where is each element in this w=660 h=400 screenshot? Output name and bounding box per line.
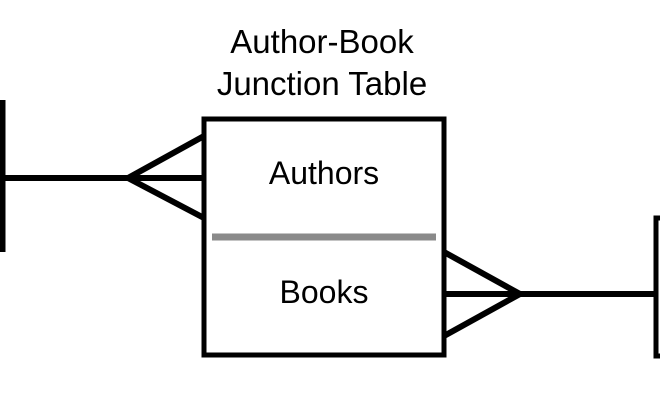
right-entity-box xyxy=(653,215,660,359)
books-section-label: Books xyxy=(279,274,369,310)
left-crows-foot-lower xyxy=(126,175,206,221)
left-crows-foot-upper xyxy=(126,133,206,181)
right-crows-foot-lower xyxy=(442,291,522,339)
right-crows-foot-upper xyxy=(442,249,522,297)
junction-table-title-line-1: Author-Book xyxy=(230,23,414,60)
junction-table-title-line-2: Junction Table xyxy=(216,65,428,102)
authors-section-label: Authors xyxy=(268,155,380,191)
